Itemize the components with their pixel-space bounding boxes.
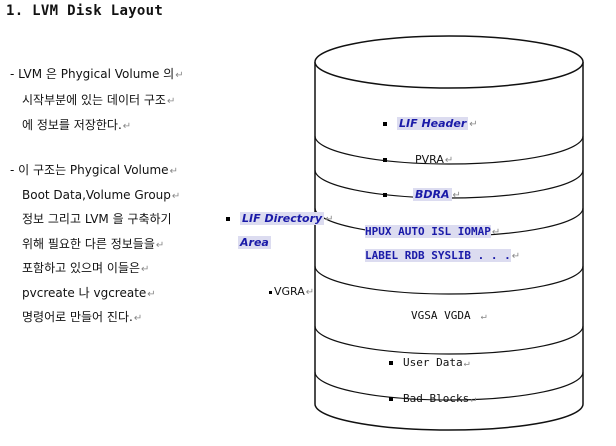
bullet-icon <box>226 217 230 221</box>
section-divider <box>314 325 584 355</box>
section-divider <box>314 371 584 401</box>
bullet-icon <box>383 193 387 197</box>
pvra-label: PVRA↵ <box>383 153 453 168</box>
description-line: 시작부분에 있는 데이터 구조↵ <box>22 93 176 107</box>
bullet-icon <box>389 361 393 365</box>
description-line: 위해 필요한 다른 정보들을↵ <box>22 237 165 251</box>
description-line: - 이 구조는 Phygical Volume↵ <box>10 163 178 177</box>
description-line: Boot Data,Volume Group↵ <box>22 188 181 202</box>
bullet-icon <box>269 290 272 294</box>
bullet-icon <box>383 158 387 162</box>
boot-files-row: HPUX AUTO ISL IOMAP↵ <box>365 225 501 238</box>
description-line: 명령어로 만들어 진다.↵ <box>22 310 143 324</box>
vgra-label: VGRA↵ <box>269 285 314 300</box>
boot-files-row: LABEL RDB SYSLIB . . .↵ <box>365 249 521 262</box>
vgsa-vgda-label: VGSA VGDA↵ <box>411 309 487 322</box>
area-label: Area <box>238 236 271 249</box>
lif-directory-label: LIF Directory↵ <box>226 212 334 227</box>
bullet-icon <box>383 122 387 126</box>
lif-header-label: LIF Header↵ <box>383 117 478 132</box>
user-data-label: User Data↵ <box>389 356 470 371</box>
description-line: - LVM 은 Phygical Volume 의↵ <box>10 67 184 81</box>
cylinder-top <box>314 35 584 89</box>
description-line: 포함하고 있으며 이들은↵ <box>22 261 150 275</box>
bad-blocks-label: Bad Blocks↵ <box>389 392 476 407</box>
bdra-label: BDRA↵ <box>383 188 461 203</box>
description-line: 에 정보를 저장한다.↵ <box>22 118 132 132</box>
page-title: 1. LVM Disk Layout <box>6 3 164 19</box>
section-divider <box>314 135 584 165</box>
section-divider <box>314 265 584 295</box>
description-line: pvcreate 나 vgcreate↵ <box>22 286 156 300</box>
description-line: 정보 그리고 LVM 을 구축하기 <box>22 212 172 226</box>
bullet-icon <box>389 397 393 401</box>
cylinder-bottom <box>314 403 584 431</box>
